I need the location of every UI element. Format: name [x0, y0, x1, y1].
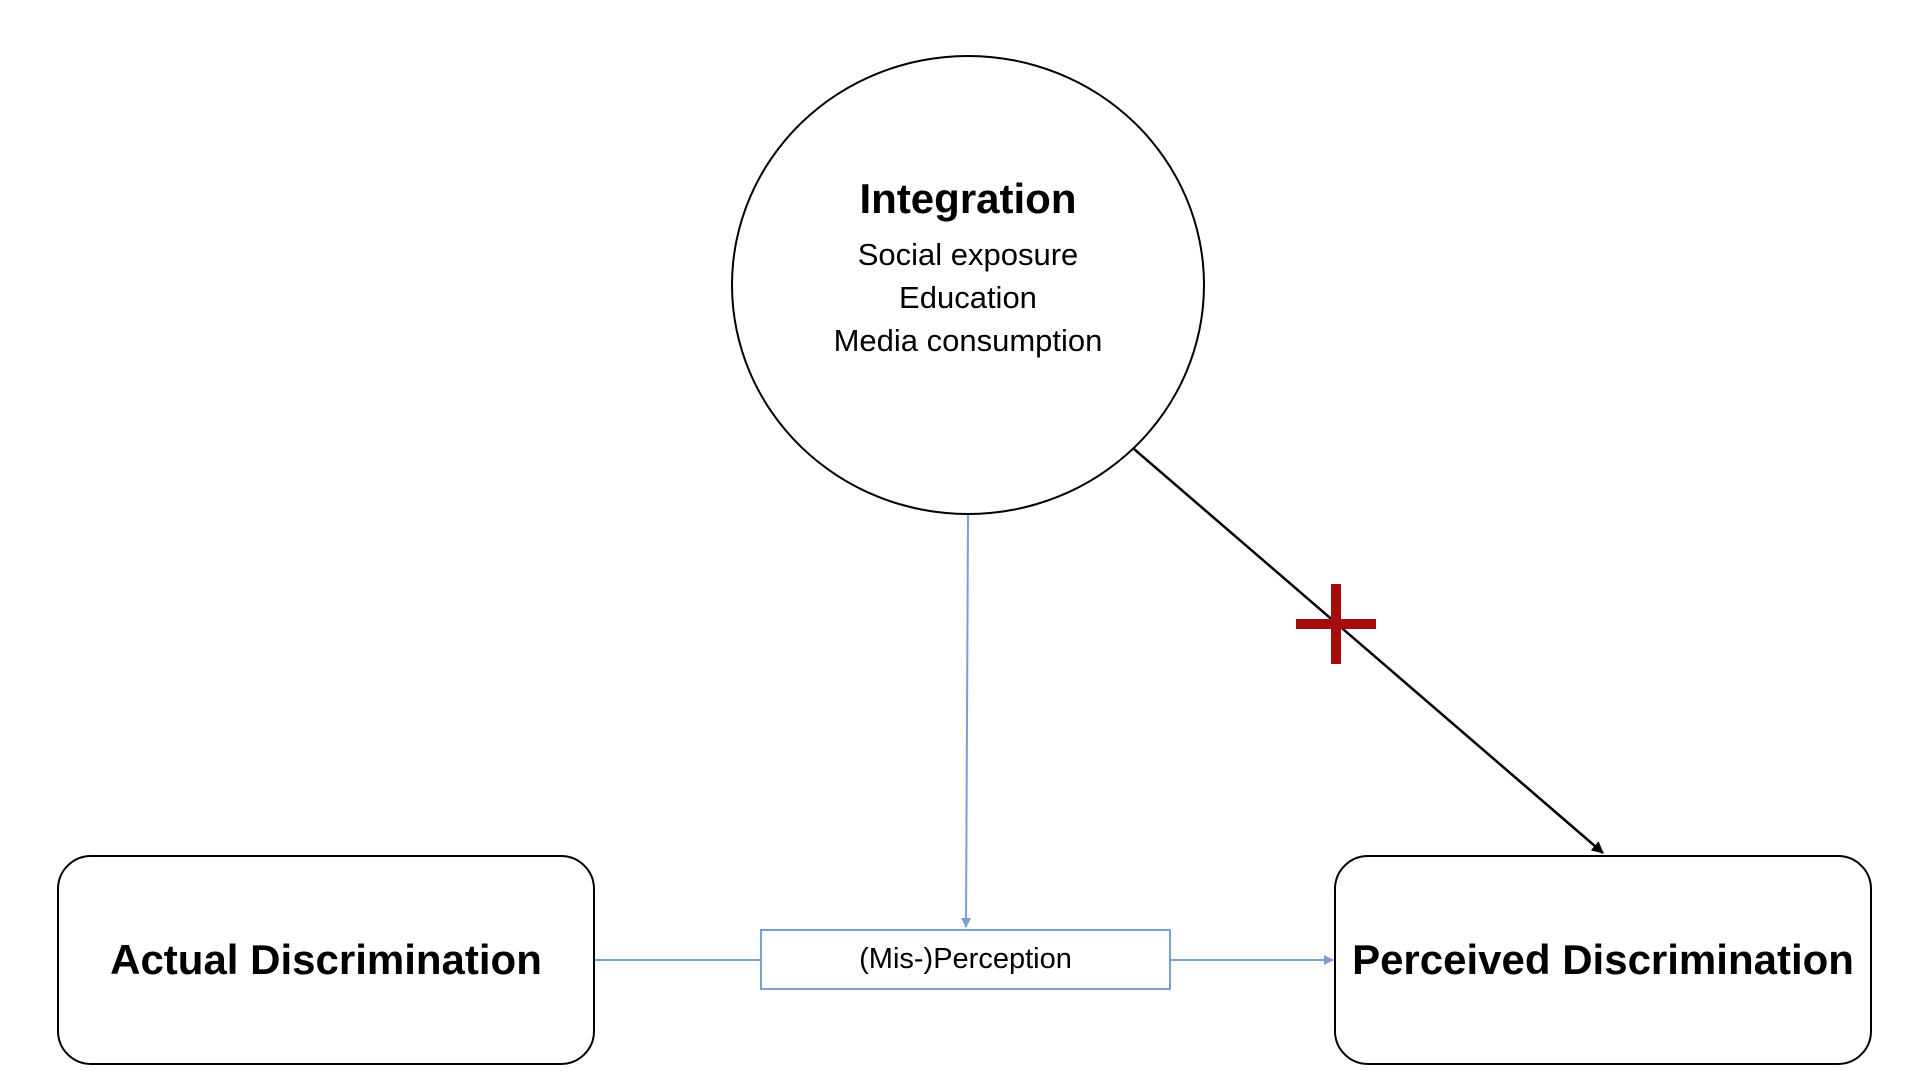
perceived-discrimination-label: Perceived Discrimination [1352, 936, 1854, 983]
misperception-node: (Mis-)Perception [760, 929, 1171, 990]
integration-to-mediator-arrow [961, 514, 972, 928]
integration-node [731, 55, 1205, 515]
integration-text: Integration Social exposure Education Me… [731, 165, 1205, 362]
perceived-discrimination-node: Perceived Discrimination [1334, 855, 1872, 1065]
integration-to-perceived-arrow [1133, 448, 1604, 854]
integration-item-social-exposure: Social exposure [857, 237, 1079, 272]
integration-item-education: Education [899, 280, 1037, 315]
actual-discrimination-label: Actual Discrimination [110, 936, 542, 983]
positive-effect-sign [1296, 584, 1376, 664]
integration-item-media-consumption: Media consumption [833, 323, 1103, 358]
misperception-label: (Mis-)Perception [859, 943, 1072, 975]
actual-discrimination-node: Actual Discrimination [57, 855, 595, 1065]
integration-title: Integration [859, 175, 1077, 222]
